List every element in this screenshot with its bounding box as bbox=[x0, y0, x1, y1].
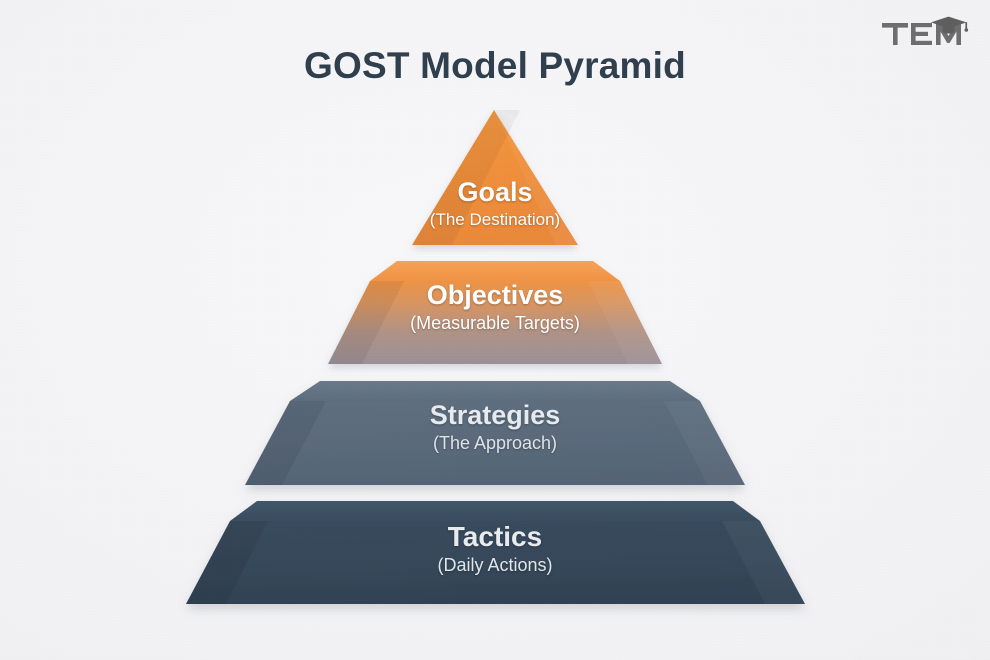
pyramid-level-tactics[interactable] bbox=[186, 501, 805, 604]
tem-logo bbox=[880, 12, 972, 52]
pyramid-level-strategies[interactable] bbox=[245, 381, 745, 485]
page-title: GOST Model Pyramid bbox=[304, 45, 686, 86]
pyramid-level-goals[interactable] bbox=[412, 110, 578, 245]
pyramid-level-objectives[interactable] bbox=[328, 261, 662, 364]
